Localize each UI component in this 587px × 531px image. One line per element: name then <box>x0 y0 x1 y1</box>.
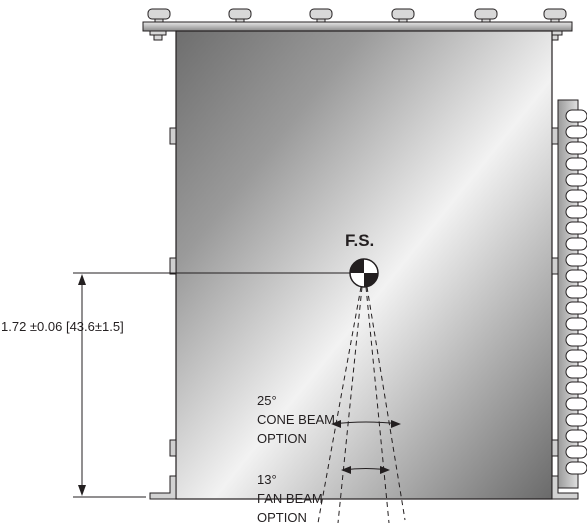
fan-beam-caption: 13° FAN BEAM OPTION <box>257 472 323 525</box>
cone-beam-angle-arrow <box>331 420 401 428</box>
dimension-lines <box>73 272 350 498</box>
right-clips <box>551 127 559 457</box>
dimension-arrowheads <box>78 274 86 496</box>
dimension-label: 1.72 ±0.06 [43.6±1.5] <box>1 319 124 334</box>
cone-beam-line1: CONE BEAM <box>257 412 335 427</box>
fan-beam-angle: 13° <box>257 472 277 487</box>
fan-beam-angle-arrow <box>341 466 390 474</box>
cone-beam-angle: 25° <box>257 393 277 408</box>
cone-beam-lines <box>317 286 406 524</box>
cone-beam-caption: 25° CONE BEAM OPTION <box>257 393 335 446</box>
fan-beam-lines <box>337 286 390 524</box>
top-plate <box>142 21 573 32</box>
cone-beam-line2: OPTION <box>257 431 307 446</box>
fan-beam-line1: FAN BEAM <box>257 491 323 506</box>
left-clips <box>169 127 177 457</box>
focal-spot-icon <box>349 258 379 288</box>
bolt-icon <box>147 8 171 41</box>
fan-beam-line2: OPTION <box>257 510 307 525</box>
focal-spot-label: F.S. <box>345 231 374 250</box>
cooling-fins <box>557 99 587 489</box>
